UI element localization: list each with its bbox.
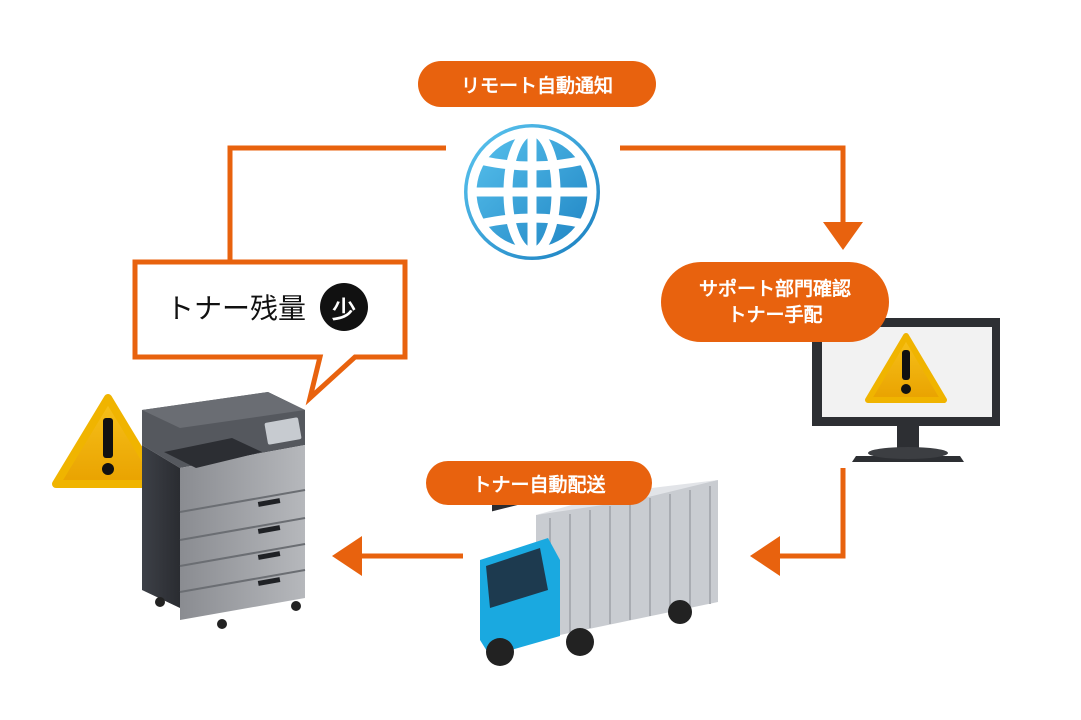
speech-bubble — [132, 259, 408, 406]
low-level-badge-label: 少 — [332, 295, 356, 324]
step-support-line1: サポート部門確認 — [698, 278, 851, 300]
flow-connectors — [227, 145, 846, 559]
arrowhead-left-to-truck — [750, 536, 780, 576]
connector-monitor-to-truck — [780, 468, 846, 559]
arrowhead-down — [823, 222, 863, 250]
step-remote-notification: リモート自動通知 — [418, 61, 656, 107]
connector-printer-to-network — [227, 145, 446, 262]
arrowhead-left-to-printer — [332, 536, 362, 576]
printer-warning-icon — [52, 394, 164, 488]
low-level-badge: 少 — [320, 283, 368, 331]
monitor-warning-icon — [865, 333, 947, 403]
step-toner-delivery: トナー自動配送 — [426, 461, 652, 505]
step-remote-notification-label: リモート自動通知 — [460, 74, 613, 97]
globe-icon — [464, 124, 600, 260]
delivery-truck-icon — [480, 476, 718, 666]
toner-level-text: トナー残量 — [166, 292, 307, 325]
printer-icon — [142, 392, 306, 629]
step-toner-delivery-label: トナー自動配送 — [472, 473, 606, 496]
step-support-line2: トナー手配 — [727, 304, 823, 326]
connector-network-to-support — [620, 145, 846, 222]
step-support-confirmation: サポート部門確認 トナー手配 — [661, 262, 889, 342]
